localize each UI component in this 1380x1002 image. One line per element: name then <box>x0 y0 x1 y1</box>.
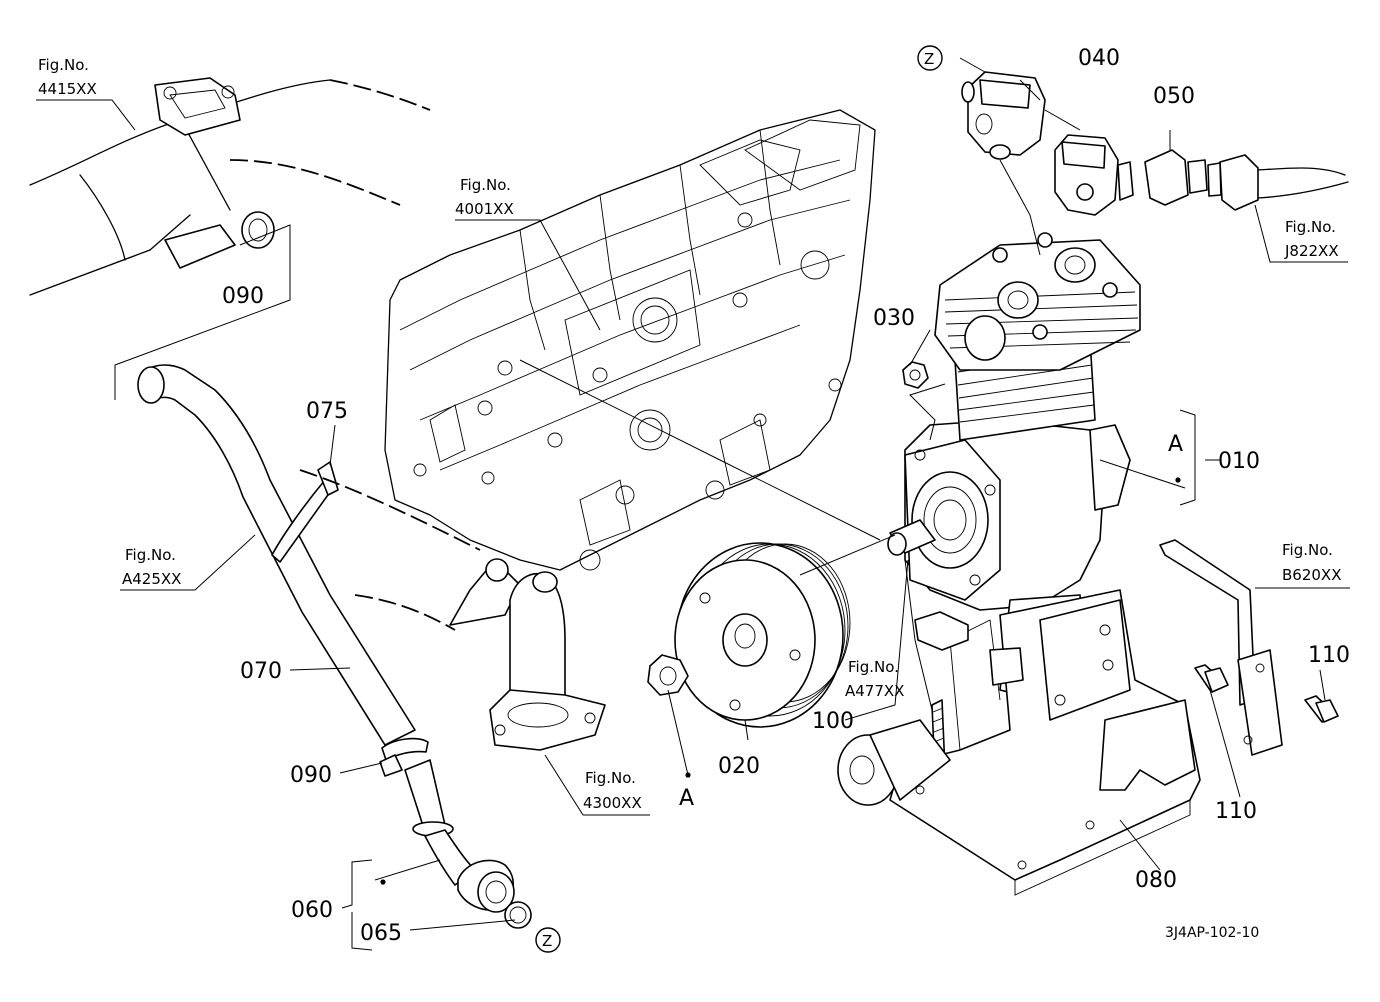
air-intake-hose-drawing <box>29 77 431 296</box>
part-number-080[interactable]: 080 <box>1135 868 1177 893</box>
fig-ref-j822-number[interactable]: J822XX <box>1284 242 1339 260</box>
marker-a-upper: A <box>1168 432 1183 457</box>
pulley-drawing <box>647 542 851 728</box>
fig-ref-a425-label: Fig.No. <box>125 546 176 564</box>
part-number-090-lower[interactable]: 090 <box>290 763 332 788</box>
drawing-code: 3J4AP-102-10 <box>1165 925 1259 941</box>
part-number-030[interactable]: 030 <box>873 306 915 331</box>
part-number-100[interactable]: 100 <box>812 709 854 734</box>
marker-z-lower: Z <box>542 932 552 950</box>
fig-ref-4001-number[interactable]: 4001XX <box>455 200 514 218</box>
part-number-060[interactable]: 060 <box>291 898 333 923</box>
fig-ref-a477-label: Fig.No. <box>848 658 899 676</box>
oil-pipe-drawing <box>137 364 532 929</box>
fittings-drawing <box>961 71 1349 216</box>
fig-ref-4415-number[interactable]: 4415XX <box>38 80 97 98</box>
marker-dot-060 <box>380 879 386 885</box>
part-number-110-lower[interactable]: 110 <box>1215 799 1257 824</box>
fig-ref-j822-label: Fig.No. <box>1285 218 1336 236</box>
marker-z-upper-circle <box>917 45 943 71</box>
leader-lines <box>36 57 1350 951</box>
part-number-040[interactable]: 040 <box>1078 46 1120 71</box>
part-number-090-upper[interactable]: 090 <box>222 284 264 309</box>
water-pipe-drawing <box>299 469 606 751</box>
part-number-010[interactable]: 010 <box>1218 449 1260 474</box>
mounting-drawing <box>837 361 1339 896</box>
part-number-070[interactable]: 070 <box>240 659 282 684</box>
fig-ref-4300-label: Fig.No. <box>585 769 636 787</box>
marker-dot-a1 <box>1175 477 1181 483</box>
marker-a-lower: A <box>679 786 694 811</box>
part-number-020[interactable]: 020 <box>718 754 760 779</box>
fig-ref-4415-label: Fig.No. <box>38 56 89 74</box>
marker-z-upper: Z <box>924 50 934 68</box>
part-number-065[interactable]: 065 <box>360 921 402 946</box>
marker-z-lower-circle <box>535 927 561 953</box>
marker-dot-a2 <box>685 772 691 778</box>
part-number-050[interactable]: 050 <box>1153 84 1195 109</box>
fig-ref-a477-number[interactable]: A477XX <box>845 682 904 700</box>
fig-ref-b620-label: Fig.No. <box>1282 541 1333 559</box>
part-number-110-right[interactable]: 110 <box>1308 643 1350 668</box>
part-number-075[interactable]: 075 <box>306 399 348 424</box>
fig-ref-4001-label: Fig.No. <box>460 176 511 194</box>
engine-block-drawing <box>384 109 876 571</box>
fig-ref-a425-number[interactable]: A425XX <box>122 570 181 588</box>
fig-ref-b620-number[interactable]: B620XX <box>1282 566 1341 584</box>
fig-ref-4300-number[interactable]: 4300XX <box>583 794 642 812</box>
